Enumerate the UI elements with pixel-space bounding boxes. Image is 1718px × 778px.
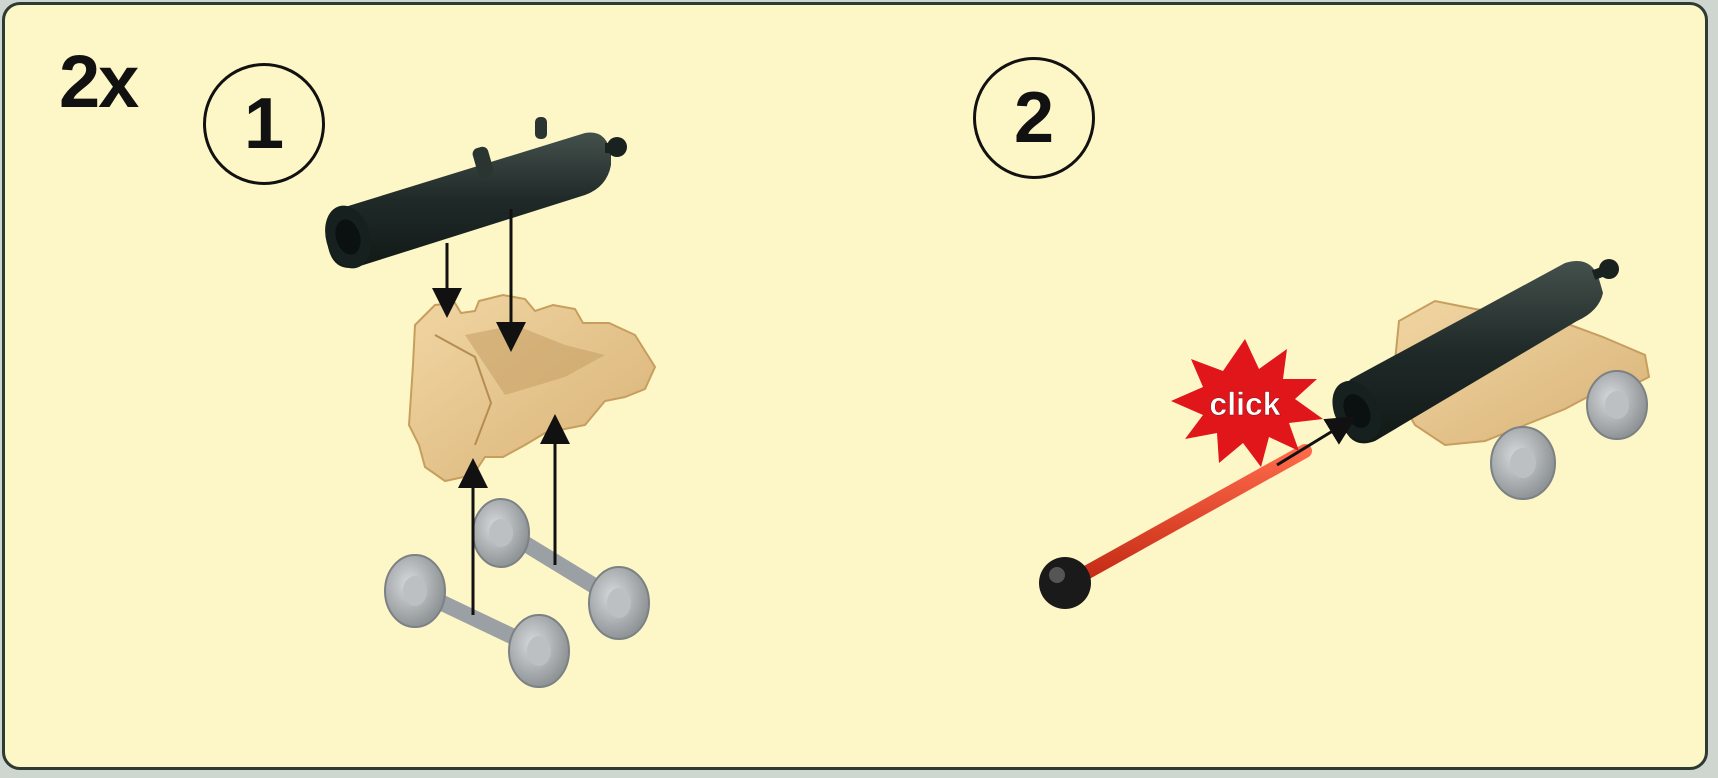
rammer-icon (1039, 451, 1305, 609)
assembly-illustration: click (5, 5, 1708, 770)
carriage-icon (409, 295, 655, 481)
cannon-barrel-icon (318, 117, 627, 274)
click-label: click (1209, 386, 1280, 422)
wheel-axle-icon (385, 499, 649, 687)
